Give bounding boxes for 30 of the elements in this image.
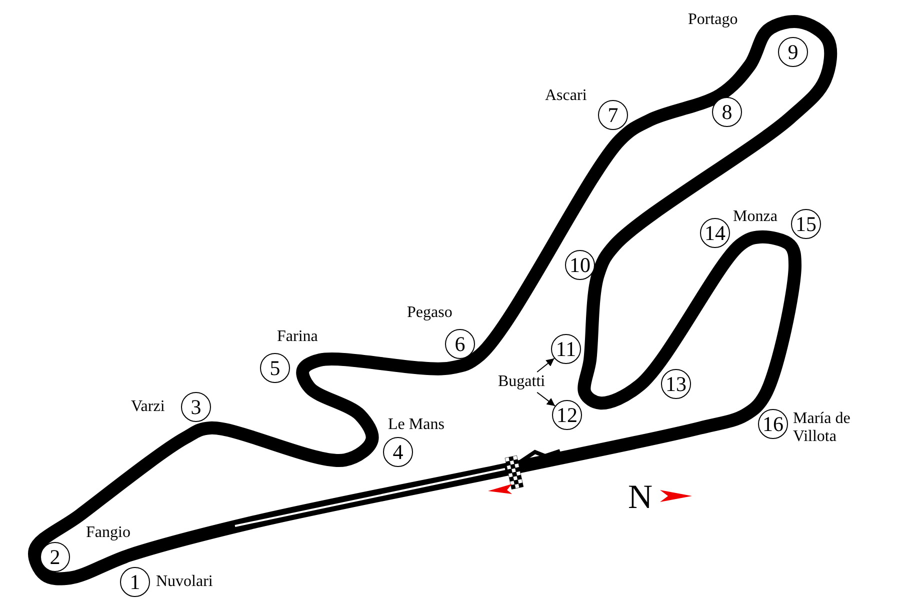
corner-number: 2 [40, 542, 70, 572]
corner-number: 3 [181, 392, 211, 422]
corner-name: Portago [688, 11, 738, 30]
corner-name: Fangio [86, 524, 130, 542]
corner-number: 5 [260, 353, 290, 383]
corner-number: 10 [565, 250, 595, 280]
corner-name: Farina [277, 328, 318, 346]
compass-letter: N [628, 478, 653, 518]
corner-number: 1 [120, 567, 150, 597]
corner-name: Ascari [545, 87, 587, 106]
corner-number: 4 [383, 437, 413, 467]
corner-name: Varzi [131, 398, 165, 416]
corner-number: 11 [551, 334, 581, 364]
corner-number: 6 [445, 329, 475, 359]
corner-number: 12 [552, 400, 582, 430]
corner-number: 15 [791, 209, 821, 239]
pointer-arrow [536, 358, 555, 372]
corner-number: 8 [712, 97, 742, 127]
corner-number: 7 [598, 100, 628, 130]
corner-name: Nuvolari [156, 573, 213, 592]
pointer-arrow [536, 392, 556, 406]
corner-number: 14 [700, 218, 730, 248]
corner-name: María de Villota [793, 410, 852, 447]
corner-number: 13 [661, 369, 691, 399]
corner-number: 9 [778, 37, 808, 67]
corner-name: Pegaso [407, 304, 452, 322]
corner-name: Bugatti [498, 373, 546, 392]
corner-name: Le Mans [388, 416, 444, 434]
corner-number: 16 [758, 409, 788, 439]
corner-name: Monza [733, 208, 778, 226]
